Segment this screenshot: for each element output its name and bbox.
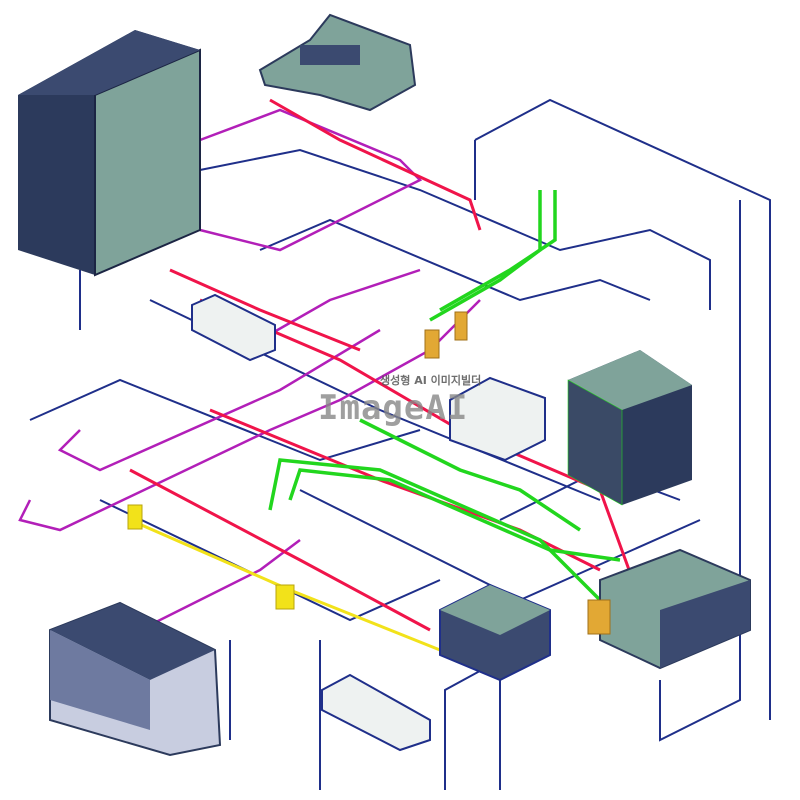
orange-connectors (424, 311, 611, 635)
storage-unit-right (599, 548, 751, 670)
watermark-logo: ImageAI (318, 388, 469, 428)
yellow-connectors (127, 504, 295, 610)
modem-device (321, 673, 431, 752)
watermark-subtitle: 생성형 AI 이미지빌더 (380, 374, 482, 387)
patch-panel (439, 583, 551, 682)
server-center (449, 376, 546, 462)
server-chassis-bottom-left (49, 601, 222, 757)
server-cabinet-large (18, 30, 201, 277)
network-switch-top (258, 13, 417, 112)
server-rack-right (567, 350, 692, 506)
router-unit (191, 293, 276, 362)
